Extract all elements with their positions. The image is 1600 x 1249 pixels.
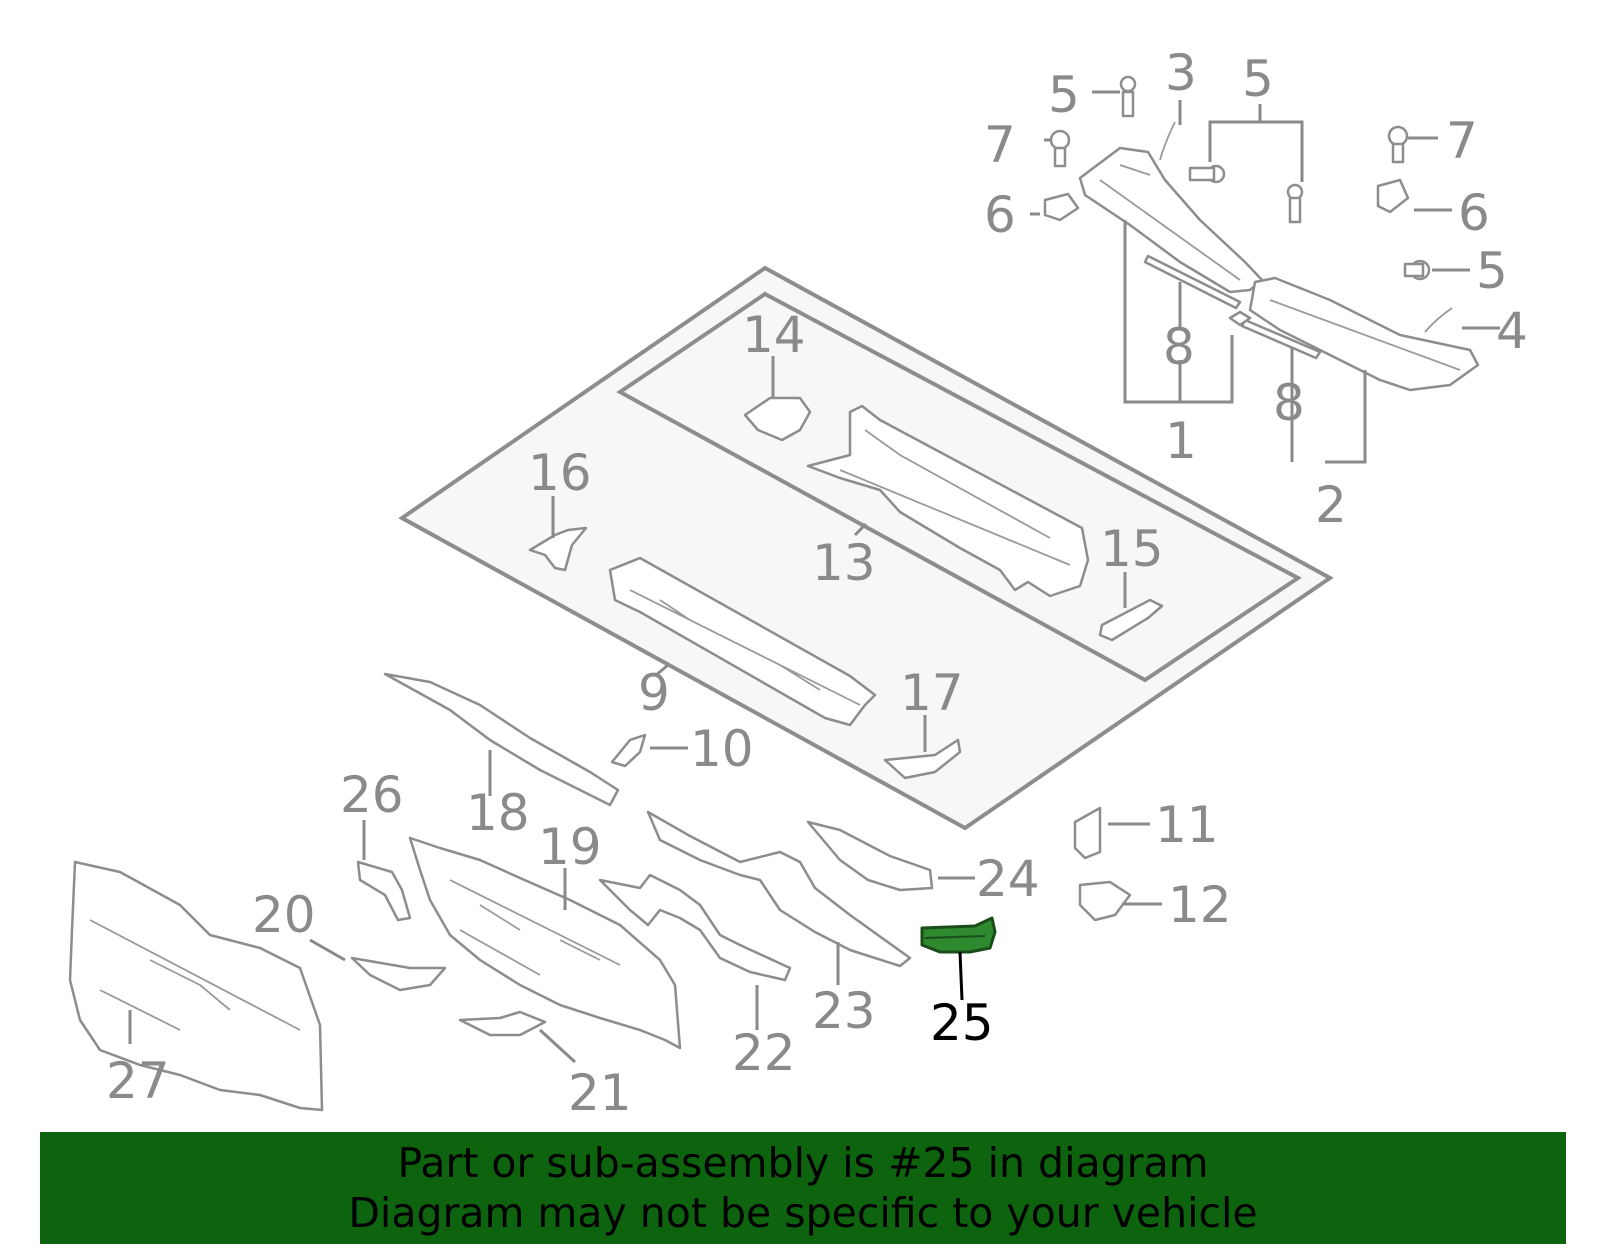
part-25-shape-highlighted xyxy=(920,916,997,954)
callout-10: 10 xyxy=(690,720,754,778)
callout-5-right: 5 xyxy=(1476,242,1508,300)
callout-9: 9 xyxy=(638,664,670,722)
part-18-shape xyxy=(383,672,620,807)
part-16-shape xyxy=(528,526,588,572)
part-27-shape xyxy=(68,860,324,1112)
part-2-shape xyxy=(1248,276,1480,392)
callout-14: 14 xyxy=(742,306,806,364)
parts-diagram: 1 2 3 4 5 5 5 6 6 7 7 8 8 9 10 11 12 13 … xyxy=(68,44,1528,1122)
callout-3: 3 xyxy=(1165,44,1197,102)
callout-7-left: 7 xyxy=(984,116,1016,174)
part-13-shape xyxy=(806,404,1090,598)
part-8a-shape xyxy=(1143,254,1242,310)
part-22-shape xyxy=(598,873,792,982)
part-15-shape xyxy=(1098,598,1164,642)
callout-2: 2 xyxy=(1315,476,1347,534)
callout-27: 27 xyxy=(106,1052,170,1110)
callout-20: 20 xyxy=(252,886,316,944)
callout-23: 23 xyxy=(812,982,876,1040)
part-20-shape xyxy=(350,956,447,992)
part-11-shape xyxy=(1073,806,1102,860)
part-12-shape xyxy=(1078,880,1132,922)
callout-16: 16 xyxy=(528,444,592,502)
info-banner: Part or sub-assembly is #25 in diagram D… xyxy=(40,1132,1566,1244)
fastener-6-shape xyxy=(1043,178,1410,222)
callout-15: 15 xyxy=(1100,520,1164,578)
banner-line-disclaimer: Diagram may not be specific to your vehi… xyxy=(348,1189,1258,1237)
part-26-shape xyxy=(356,860,412,922)
callout-1: 1 xyxy=(1165,412,1197,470)
part-17-shape xyxy=(883,738,962,780)
callout-25: 25 xyxy=(930,994,994,1052)
banner-line-part: Part or sub-assembly is #25 in diagram xyxy=(397,1139,1209,1187)
part-14-shape xyxy=(743,396,812,442)
callout-7-right: 7 xyxy=(1446,112,1478,170)
callout-8-left: 8 xyxy=(1163,318,1195,376)
callout-8-right: 8 xyxy=(1273,374,1305,432)
callout-21: 21 xyxy=(568,1064,632,1122)
callout-6-right: 6 xyxy=(1458,184,1490,242)
part-23-shape xyxy=(646,810,912,968)
callout-12: 12 xyxy=(1168,876,1232,934)
part-24-shape xyxy=(806,820,934,892)
part-21-shape xyxy=(458,1010,547,1037)
part-3-shape xyxy=(1159,121,1176,161)
callout-6-left: 6 xyxy=(984,186,1016,244)
callout-26: 26 xyxy=(340,766,404,824)
callout-22: 22 xyxy=(732,1024,796,1082)
callout-4: 4 xyxy=(1496,302,1528,360)
subassembly-panel xyxy=(398,265,1334,831)
fastener-small-diamond xyxy=(1228,310,1252,327)
part-19-shape xyxy=(408,836,682,1050)
part-4-shape xyxy=(1424,307,1453,333)
callout-18: 18 xyxy=(466,784,530,842)
callout-5-top: 5 xyxy=(1242,50,1274,108)
leader-lines xyxy=(128,90,1500,1064)
part-10-shape xyxy=(610,733,647,768)
part-9-shape xyxy=(608,556,877,727)
fastener-7-shape xyxy=(1049,125,1409,168)
callout-13: 13 xyxy=(812,534,876,592)
fastener-5-shape xyxy=(1119,75,1431,281)
callout-19: 19 xyxy=(538,818,602,876)
callout-5-top-left: 5 xyxy=(1048,66,1080,124)
callout-24: 24 xyxy=(976,850,1040,908)
callout-11: 11 xyxy=(1155,796,1219,854)
callout-17: 17 xyxy=(900,664,964,722)
